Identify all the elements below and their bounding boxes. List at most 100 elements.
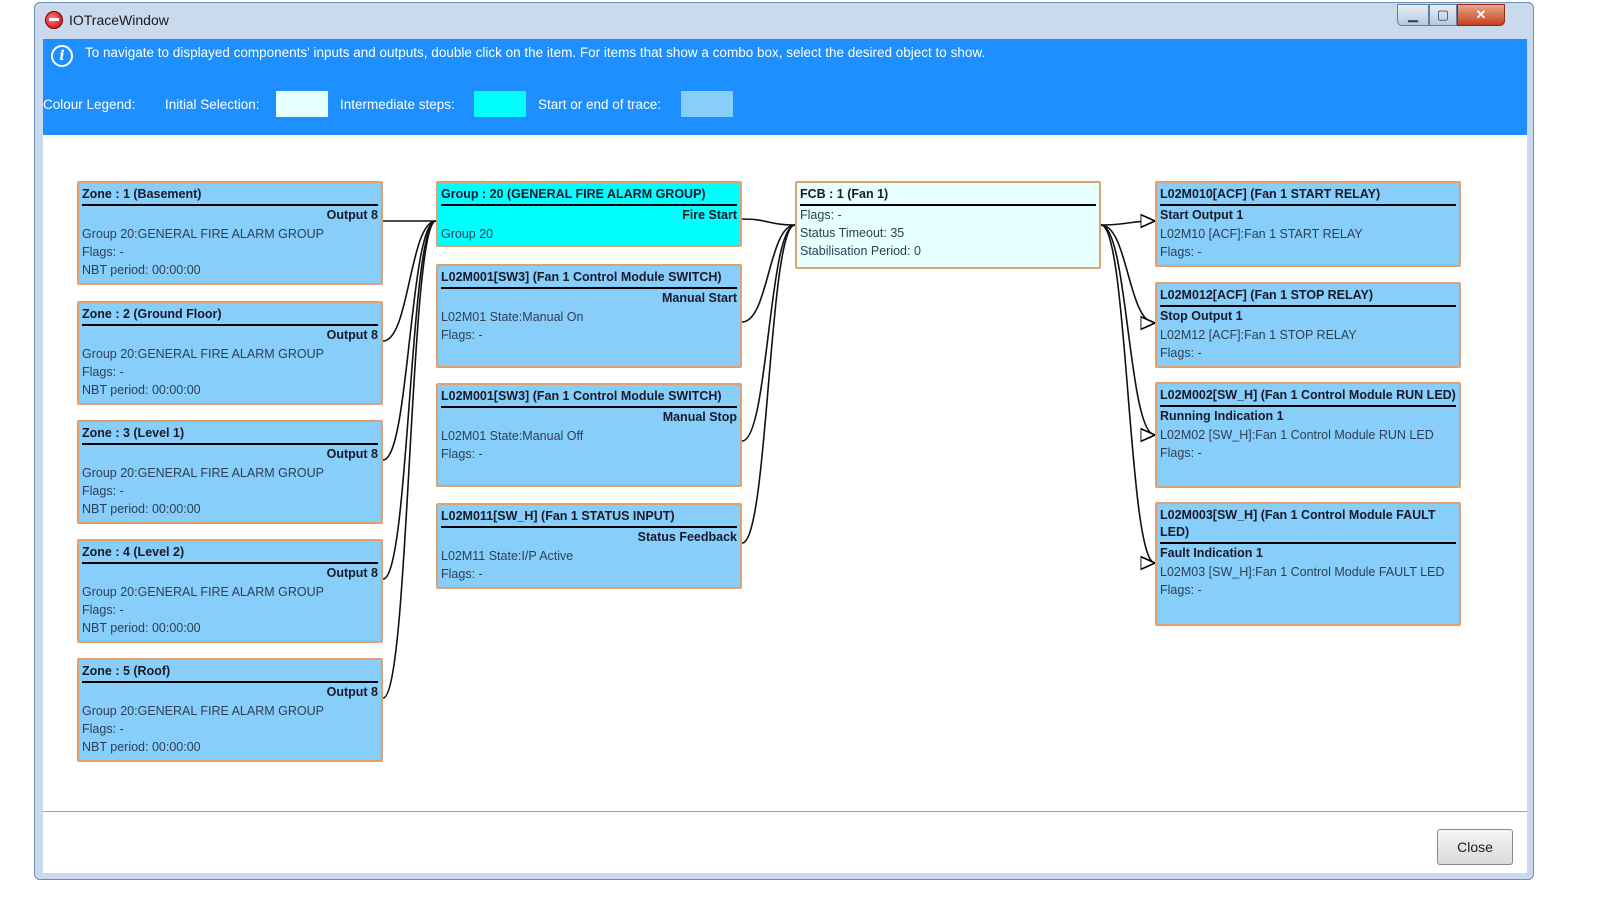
- node-title: L02M002[SW_H] (Fan 1 Control Module RUN …: [1160, 387, 1456, 407]
- node-detail: L02M03 [SW_H]:Fan 1 Control Module FAULT…: [1160, 565, 1445, 579]
- group-node[interactable]: Group : 20 (GENERAL FIRE ALARM GROUP) Fi…: [436, 181, 742, 247]
- zone-node[interactable]: Zone : 3 (Level 1) Output 8 Group 20:GEN…: [77, 420, 383, 524]
- legend-intermediate-label: Intermediate steps:: [340, 97, 455, 112]
- switch-node[interactable]: L02M001[SW3] (Fan 1 Control Module SWITC…: [436, 383, 742, 487]
- node-port[interactable]: Output 8: [326, 208, 378, 222]
- node-title: Zone : 3 (Level 1): [82, 425, 378, 445]
- node-detail: Flags: -: [82, 722, 124, 736]
- node-detail: Group 20:GENERAL FIRE ALARM GROUP: [82, 466, 324, 480]
- node-port[interactable]: Output 8: [326, 447, 378, 461]
- node-detail: Flags: -: [441, 328, 483, 342]
- node-detail: Flags: -: [1160, 446, 1202, 460]
- node-title: Group : 20 (GENERAL FIRE ALARM GROUP): [441, 186, 737, 206]
- legend-end-label: Start or end of trace:: [538, 97, 662, 112]
- node-port[interactable]: Fault Indication 1: [1160, 546, 1263, 560]
- node-detail: Group 20: [441, 227, 494, 241]
- node-detail: L02M02 [SW_H]:Fan 1 Control Module RUN L…: [1160, 428, 1434, 442]
- info-icon: i: [51, 45, 73, 67]
- node-title: Zone : 5 (Roof): [82, 663, 378, 683]
- node-title: L02M001[SW3] (Fan 1 Control Module SWITC…: [441, 269, 737, 289]
- app-icon: [45, 11, 63, 29]
- node-port[interactable]: Manual Start: [661, 291, 737, 305]
- window-title: IOTraceWindow: [69, 12, 169, 28]
- node-detail: L02M12 [ACF]:Fan 1 STOP RELAY: [1160, 328, 1357, 342]
- node-detail: Flags: -: [1160, 245, 1202, 259]
- node-title: Zone : 2 (Ground Floor): [82, 306, 378, 326]
- node-title: L02M001[SW3] (Fan 1 Control Module SWITC…: [441, 388, 737, 408]
- node-title: L02M011[SW_H] (Fan 1 STATUS INPUT): [441, 508, 737, 528]
- zone-node[interactable]: Zone : 4 (Level 2) Output 8 Group 20:GEN…: [77, 539, 383, 643]
- node-title: Zone : 4 (Level 2): [82, 544, 378, 564]
- node-port[interactable]: Output 8: [326, 328, 378, 342]
- node-detail: NBT period: 00:00:00: [82, 383, 201, 397]
- node-detail: Flags: -: [82, 603, 124, 617]
- output-node[interactable]: L02M003[SW_H] (Fan 1 Control Module FAUL…: [1155, 502, 1461, 626]
- output-node[interactable]: L02M010[ACF] (Fan 1 START RELAY) Start O…: [1155, 181, 1461, 267]
- node-port[interactable]: Status Feedback: [637, 530, 737, 544]
- close-icon: ✕: [1475, 7, 1487, 22]
- io-trace-window: IOTraceWindow ▁ ▢ ✕ i To navigate to dis…: [34, 2, 1534, 880]
- connection-wire: [741, 224, 796, 544]
- node-detail: L02M10 [ACF]:Fan 1 START RELAY: [1160, 227, 1363, 241]
- dialog-footer: Close: [43, 812, 1527, 873]
- node-title: Zone : 1 (Basement): [82, 186, 378, 206]
- node-detail: Flags: -: [441, 567, 483, 581]
- title-bar[interactable]: IOTraceWindow ▁ ▢ ✕: [35, 3, 1533, 37]
- node-port[interactable]: Fire Start: [682, 208, 737, 222]
- zone-node[interactable]: Zone : 2 (Ground Floor) Output 8 Group 2…: [77, 301, 383, 405]
- connection-wires: [382, 135, 1527, 699]
- node-detail: Flags: -: [82, 365, 124, 379]
- legend-initial-swatch: [276, 91, 328, 117]
- node-detail: Flags: -: [800, 208, 842, 222]
- connection-wire: [741, 224, 796, 442]
- connection-wire: [1100, 224, 1155, 323]
- connection-wire: [741, 218, 796, 226]
- node-port[interactable]: Output 8: [326, 685, 378, 699]
- node-detail: Flags: -: [1160, 583, 1202, 597]
- output-node[interactable]: L02M002[SW_H] (Fan 1 Control Module RUN …: [1155, 382, 1461, 488]
- connection-wire: [382, 220, 437, 699]
- node-port[interactable]: Running Indication 1: [1160, 409, 1284, 423]
- info-bar: i To navigate to displayed components' i…: [43, 39, 1527, 135]
- minimize-icon: ▁: [1408, 7, 1418, 22]
- node-detail: NBT period: 00:00:00: [82, 502, 201, 516]
- window-close-button[interactable]: ✕: [1457, 4, 1505, 26]
- legend-label: Colour Legend:: [43, 97, 136, 112]
- node-port[interactable]: Output 8: [326, 566, 378, 580]
- node-port[interactable]: Start Output 1: [1160, 208, 1244, 222]
- legend-end-swatch: [681, 91, 733, 117]
- minimize-button[interactable]: ▁: [1397, 4, 1429, 26]
- connection-wire: [741, 224, 796, 323]
- node-title: FCB : 1 (Fan 1): [800, 186, 1096, 206]
- node-detail: Flags: -: [441, 447, 483, 461]
- zone-node[interactable]: Zone : 1 (Basement) Output 8 Group 20:GE…: [77, 181, 383, 285]
- node-detail: Status Timeout: 35: [800, 226, 905, 240]
- node-detail: L02M11 State:I/P Active: [441, 549, 574, 563]
- node-detail: Flags: -: [82, 245, 124, 259]
- node-detail: Group 20:GENERAL FIRE ALARM GROUP: [82, 704, 324, 718]
- node-detail: Group 20:GENERAL FIRE ALARM GROUP: [82, 347, 324, 361]
- node-detail: L02M01 State:Manual Off: [441, 429, 584, 443]
- node-port[interactable]: Stop Output 1: [1160, 309, 1243, 323]
- output-node[interactable]: L02M012[ACF] (Fan 1 STOP RELAY) Stop Out…: [1155, 282, 1461, 368]
- node-detail: NBT period: 00:00:00: [82, 740, 201, 754]
- node-title: L02M003[SW_H] (Fan 1 Control Module FAUL…: [1160, 507, 1456, 544]
- fcb-node[interactable]: FCB : 1 (Fan 1) Flags: - Status Timeout:…: [795, 181, 1101, 269]
- zone-node[interactable]: Zone : 5 (Roof) Output 8 Group 20:GENERA…: [77, 658, 383, 762]
- maximize-icon: ▢: [1436, 7, 1450, 22]
- node-detail: Group 20:GENERAL FIRE ALARM GROUP: [82, 227, 324, 241]
- node-port[interactable]: Manual Stop: [662, 410, 737, 424]
- status-input-node[interactable]: L02M011[SW_H] (Fan 1 STATUS INPUT) Statu…: [436, 503, 742, 589]
- connection-wire: [382, 220, 437, 342]
- connection-wire: [382, 220, 437, 580]
- close-button[interactable]: Close: [1437, 829, 1513, 865]
- legend-initial-label: Initial Selection:: [165, 97, 260, 112]
- switch-node[interactable]: L02M001[SW3] (Fan 1 Control Module SWITC…: [436, 264, 742, 368]
- node-detail: NBT period: 00:00:00: [82, 621, 201, 635]
- node-detail: Flags: -: [82, 484, 124, 498]
- node-title: L02M010[ACF] (Fan 1 START RELAY): [1160, 186, 1456, 206]
- legend-intermediate-swatch: [474, 91, 526, 117]
- node-detail: Stabilisation Period: 0: [800, 244, 921, 258]
- maximize-button[interactable]: ▢: [1429, 4, 1457, 26]
- connection-wire: [1100, 224, 1155, 563]
